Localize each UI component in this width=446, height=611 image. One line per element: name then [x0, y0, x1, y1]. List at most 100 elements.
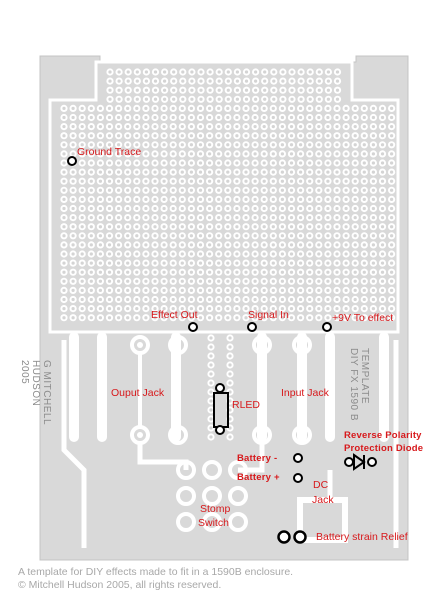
pad-hole	[135, 197, 139, 202]
pad-hole	[289, 279, 294, 283]
pad-hole	[126, 152, 130, 156]
ouput-jack-label: Ouput Jack	[111, 387, 165, 399]
pad-hole	[208, 79, 212, 83]
switch-trace	[238, 443, 265, 473]
pad-hole	[289, 270, 294, 274]
pad-hole	[198, 316, 203, 320]
pad-hole	[335, 306, 339, 311]
pad-hole	[298, 252, 303, 256]
pad-hole	[217, 79, 221, 83]
pad-hole	[298, 152, 303, 156]
pad-hole	[244, 225, 248, 229]
stomp-switch-lug	[202, 460, 222, 480]
pad-hole	[235, 225, 239, 229]
pad-hole	[226, 115, 230, 120]
pad-hole	[171, 225, 175, 229]
pad-hole	[207, 234, 212, 238]
pad-hole	[108, 79, 112, 83]
pad-hole	[198, 306, 203, 311]
pad-hole	[107, 261, 112, 265]
pad-hole	[162, 124, 166, 129]
pad-hole	[380, 143, 385, 147]
pad-hole	[389, 179, 394, 183]
pad-hole	[317, 170, 321, 174]
pad-hole	[380, 279, 385, 283]
pad-hole	[80, 161, 84, 165]
dc-jack-label-line1: DC	[313, 479, 329, 491]
pad-hole	[153, 152, 157, 156]
pad-hole	[153, 88, 158, 92]
pad-hole	[217, 97, 221, 101]
pad-hole	[353, 261, 357, 265]
pad-hole	[380, 206, 385, 211]
pad-hole	[362, 316, 366, 320]
pad-hole	[62, 297, 66, 302]
pad-hole	[153, 316, 157, 320]
jack-lug-hole	[137, 342, 143, 348]
pad-hole	[344, 288, 348, 293]
pad-hole	[144, 261, 148, 265]
pad-hole	[71, 215, 75, 220]
pad-hole	[244, 134, 248, 138]
pad-hole	[244, 297, 248, 302]
pad-hole	[335, 70, 340, 74]
reverse-polarity-label-line2: Protection Diode	[344, 443, 424, 454]
pad-hole	[380, 316, 385, 320]
pad-hole	[98, 161, 103, 165]
pad-hole	[262, 297, 266, 302]
pad-hole	[135, 134, 139, 138]
pad-hole	[189, 297, 194, 302]
pad-hole	[89, 225, 93, 229]
pad-hole	[226, 88, 230, 92]
pad-hole	[235, 316, 239, 320]
pad-hole	[228, 417, 232, 421]
pad-hole	[298, 316, 303, 320]
pad-hole	[71, 297, 75, 302]
pad-hole	[235, 234, 239, 238]
pad-hole	[271, 134, 275, 138]
pad-hole	[207, 143, 212, 147]
pad-hole	[280, 316, 285, 320]
pad-hole	[180, 124, 184, 129]
pad-hole	[308, 161, 312, 165]
pad-hole	[207, 243, 212, 247]
pad-hole	[180, 179, 184, 183]
pad-hole	[272, 97, 276, 101]
pad-hole	[89, 179, 93, 183]
pad-hole	[244, 215, 248, 220]
pad-hole	[89, 115, 93, 120]
pad-hole	[189, 206, 194, 211]
pad-hole	[180, 134, 184, 138]
pad-hole	[126, 134, 130, 138]
pad-hole	[207, 316, 212, 320]
pad-hole	[98, 316, 103, 320]
pad-hole	[89, 297, 93, 302]
pad-hole	[89, 234, 93, 238]
pad-hole	[262, 261, 266, 265]
pad-hole	[326, 179, 330, 183]
pad-hole	[207, 134, 212, 138]
pad-hole	[171, 152, 175, 156]
pad-hole	[162, 152, 166, 156]
pad-hole	[344, 252, 348, 256]
pad-hole	[262, 243, 266, 247]
pad-hole	[317, 306, 321, 311]
pad-hole	[253, 270, 257, 274]
pad-hole	[89, 161, 93, 165]
pad-hole	[262, 115, 266, 120]
pad-hole	[208, 97, 212, 101]
pad-hole	[80, 297, 84, 302]
pad-hole	[298, 279, 303, 283]
pad-hole	[308, 179, 312, 183]
jack-lug-hole	[259, 432, 265, 438]
pad-hole	[153, 215, 157, 220]
pad-hole	[190, 70, 194, 74]
pad-hole	[380, 243, 385, 247]
pad-hole	[116, 288, 121, 293]
pad-hole	[308, 124, 312, 129]
pad-hole	[298, 170, 303, 174]
stomp-switch-label-line2: Switch	[198, 517, 229, 529]
pad-hole	[281, 97, 285, 101]
pad-hole	[271, 206, 275, 211]
pad-hole	[89, 279, 93, 283]
